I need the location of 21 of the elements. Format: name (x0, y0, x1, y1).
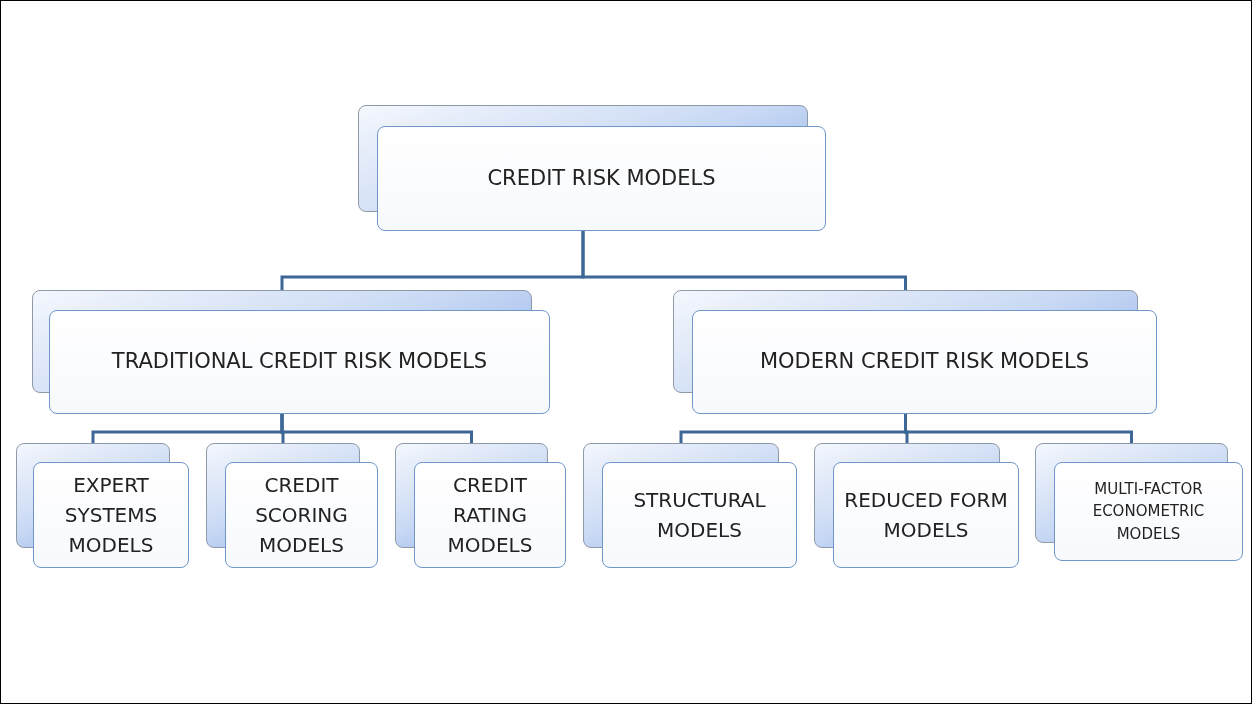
stacked-box (1035, 443, 1243, 561)
connector-line (280, 414, 473, 443)
stacked-box (32, 290, 550, 414)
box-label: REDUCED FORM MODELS (843, 487, 1009, 544)
stacked-box (583, 443, 797, 568)
box-label: STRUCTURAL MODELS (632, 487, 767, 544)
stacked-box (206, 443, 378, 568)
connector-line (581, 231, 907, 290)
stacked-box (16, 443, 189, 568)
box-label: CREDIT SCORING MODELS (254, 472, 349, 559)
box-label: CREDIT RISK MODELS (487, 164, 716, 192)
box-label: MODERN CREDIT RISK MODELS (759, 348, 1090, 376)
stacked-box (673, 290, 1157, 414)
box-label: CREDIT RATING MODELS (446, 472, 534, 559)
stacked-box (395, 443, 566, 568)
box-label: EXPERT SYSTEMS MODELS (63, 472, 159, 559)
connector-line (904, 414, 1133, 443)
box-label: MULTI-FACTOR ECONOMETRIC MODELS (1091, 478, 1206, 545)
box-label: TRADITIONAL CREDIT RISK MODELS (111, 348, 488, 376)
stacked-box (358, 105, 826, 231)
stacked-box (814, 443, 1019, 568)
